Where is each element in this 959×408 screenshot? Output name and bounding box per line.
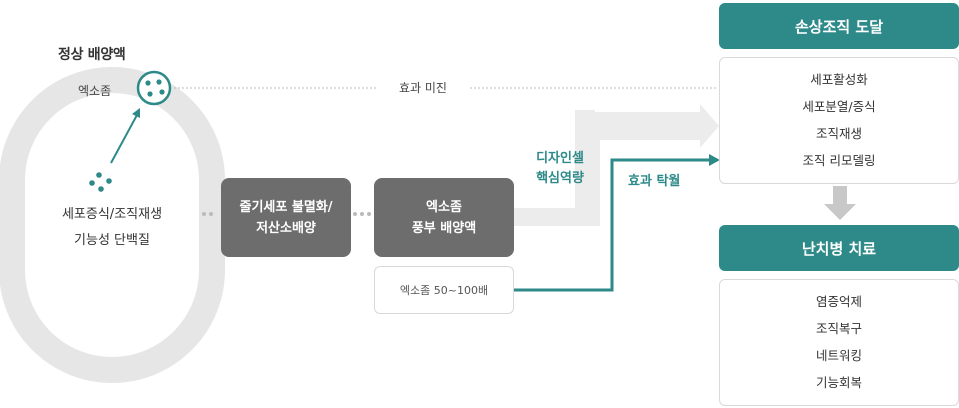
insufficient-effect-label: 효과 미진 [378, 79, 468, 96]
list-item: 기능회복 [815, 375, 862, 390]
list-item: 조직재생 [815, 126, 862, 141]
excellent-effect-label: 효과 탁월 [628, 174, 681, 189]
design-cell-line-2: 핵심역량 [536, 171, 584, 186]
down-arrow-icon [824, 204, 856, 220]
design-cell-line-1: 디자인셀 [536, 151, 584, 166]
exosome-rich-text: 엑소좀 풍부 배양액 [411, 199, 477, 236]
list-item: 조직복구 [815, 321, 862, 336]
exosome-circle-icon [136, 70, 172, 106]
oval-inner-text: 세포증식/조직재생 기능성 단백질 [32, 202, 192, 254]
stem-cell-text: 줄기세포 불멸화/ 저산소배양 [239, 199, 333, 236]
culture-oval [0, 67, 225, 383]
design-cell-label: 디자인셀 핵심역량 [528, 149, 592, 189]
outcome-list-treatment: 염증억제 조직복구 네트워킹 기능회복 [719, 279, 959, 406]
normal-culture-title: 정상 배양액 [58, 47, 126, 63]
list-item: 네트워킹 [815, 348, 862, 363]
exosome-label: 엑소좀 [78, 84, 112, 98]
secretion-arrow [110, 114, 138, 164]
oval-line-1: 세포증식/조직재생 [61, 207, 163, 222]
grey-flow-arrow [514, 104, 719, 226]
cell-dots-icon [89, 172, 112, 192]
teal-flow-arrow [514, 158, 710, 292]
oval-line-2: 기능성 단백질 [74, 233, 150, 248]
stem-cell-box: 줄기세포 불멸화/ 저산소배양 [221, 178, 351, 257]
list-item: 세포활성화 [810, 72, 868, 87]
list-item: 조직 리모델링 [802, 153, 876, 168]
exosome-rich-box: 엑소좀 풍부 배양액 [374, 178, 514, 257]
list-item: 염증억제 [815, 294, 862, 309]
outcome-head-tissue: 손상조직 도달 [719, 3, 959, 49]
exosome-note-box: 엑소좀 50~100배 [374, 266, 514, 314]
outcome-head-treatment: 난치병 치료 [719, 225, 959, 271]
list-item: 세포분열/증식 [802, 99, 876, 114]
outcome-list-tissue: 세포활성화 세포분열/증식 조직재생 조직 리모델링 [719, 57, 959, 184]
